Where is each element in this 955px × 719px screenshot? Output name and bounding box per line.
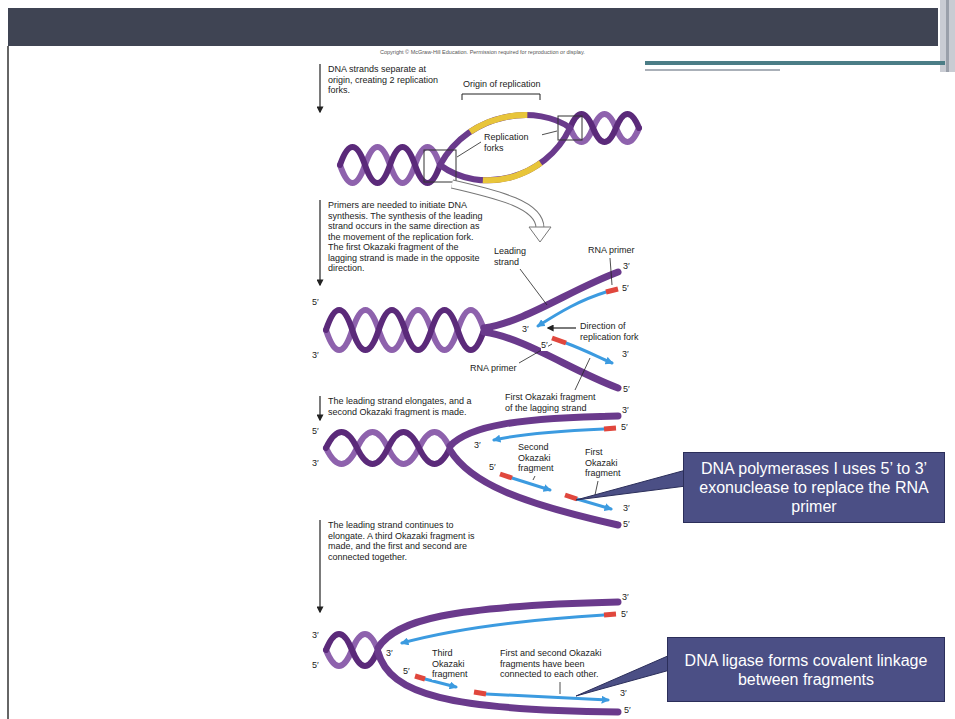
label: 5′: [403, 666, 410, 677]
fork-box: [558, 116, 582, 140]
label: 5′: [541, 340, 548, 351]
label: 3′: [474, 440, 481, 451]
label: 3′: [623, 503, 630, 514]
label: 5′: [622, 283, 629, 294]
label: 3′: [522, 324, 529, 335]
direction-arrow: [548, 327, 576, 328]
label: The leading strand elongates, and a seco…: [328, 396, 478, 417]
leader-line: [575, 358, 590, 390]
accent-line: [645, 61, 945, 65]
label: Origin of replication: [463, 79, 541, 90]
label: The leading strand continues to elongate…: [328, 520, 478, 562]
callout-text: DNA polymerases I uses 5’ to 3’ exonucle…: [694, 459, 934, 516]
label: 5′: [624, 705, 631, 716]
leader-line: [610, 258, 612, 285]
label: 5′: [623, 519, 630, 530]
label: 3′: [312, 458, 319, 469]
replication-fork: [326, 416, 618, 525]
label: 3′: [312, 350, 319, 361]
label: 3′: [312, 630, 319, 641]
label: Third Okazaki fragment: [432, 648, 476, 680]
slide-border: [7, 46, 9, 719]
label: 3′: [620, 688, 627, 699]
label: 3′: [622, 405, 629, 416]
label: 3′: [622, 349, 629, 360]
label: Primers are needed to initiate DNA synth…: [328, 200, 490, 274]
label: 3′: [622, 592, 629, 603]
fork-box: [424, 150, 456, 182]
callout-text: DNA ligase forms covalent linkage betwee…: [678, 651, 934, 689]
label: Leading strand: [494, 246, 539, 267]
label: First and second Okazaki fragments have …: [500, 648, 610, 680]
leader-line: [595, 481, 598, 495]
leader-line: [520, 269, 547, 305]
replication-fork: [326, 602, 618, 712]
label: DNA strands separate at origin, creating…: [328, 64, 453, 96]
accent-line: [645, 69, 780, 71]
step-arrow: [319, 396, 320, 420]
origin-bracket: [462, 94, 540, 100]
leader-line: [560, 682, 561, 694]
label: Direction of replication fork: [580, 321, 650, 342]
label: 3′: [386, 648, 393, 659]
callout-box: DNA ligase forms covalent linkage betwee…: [667, 637, 945, 702]
label: First Okazaki fragment of the lagging st…: [505, 392, 605, 413]
step-arrow: [319, 64, 320, 112]
label: 5′: [312, 660, 319, 671]
header-bar: [8, 8, 938, 46]
dna-bubble: [340, 114, 639, 183]
side-bar-line: [946, 0, 949, 72]
label: 5′: [623, 384, 630, 395]
callout-content: DNA polymerases I uses 5’ to 3’ exonucle…: [694, 459, 934, 516]
label: 5′: [312, 426, 319, 437]
label: 5′: [621, 609, 628, 620]
label: Copyright © McGraw-Hill Education. Permi…: [380, 49, 585, 56]
callout-content: DNA ligase forms covalent linkage betwee…: [678, 651, 934, 689]
label: 5′: [489, 462, 496, 473]
label: 3′: [623, 261, 630, 272]
label: RNA primer: [470, 363, 517, 374]
label: First Okazaki fragment: [585, 447, 629, 479]
label: 5′: [621, 422, 628, 433]
step-arrow: [319, 520, 320, 612]
callout-box: DNA polymerases I uses 5’ to 3’ exonucle…: [683, 452, 945, 523]
leader-line: [457, 142, 481, 157]
label: Second Okazaki fragment: [518, 442, 562, 474]
replication-fork: [326, 272, 618, 388]
label: 5′: [312, 297, 319, 308]
leader-line: [533, 476, 535, 480]
label: Replication forks: [484, 132, 542, 153]
step-arrow: [319, 200, 320, 285]
label: RNA primer: [588, 245, 635, 256]
